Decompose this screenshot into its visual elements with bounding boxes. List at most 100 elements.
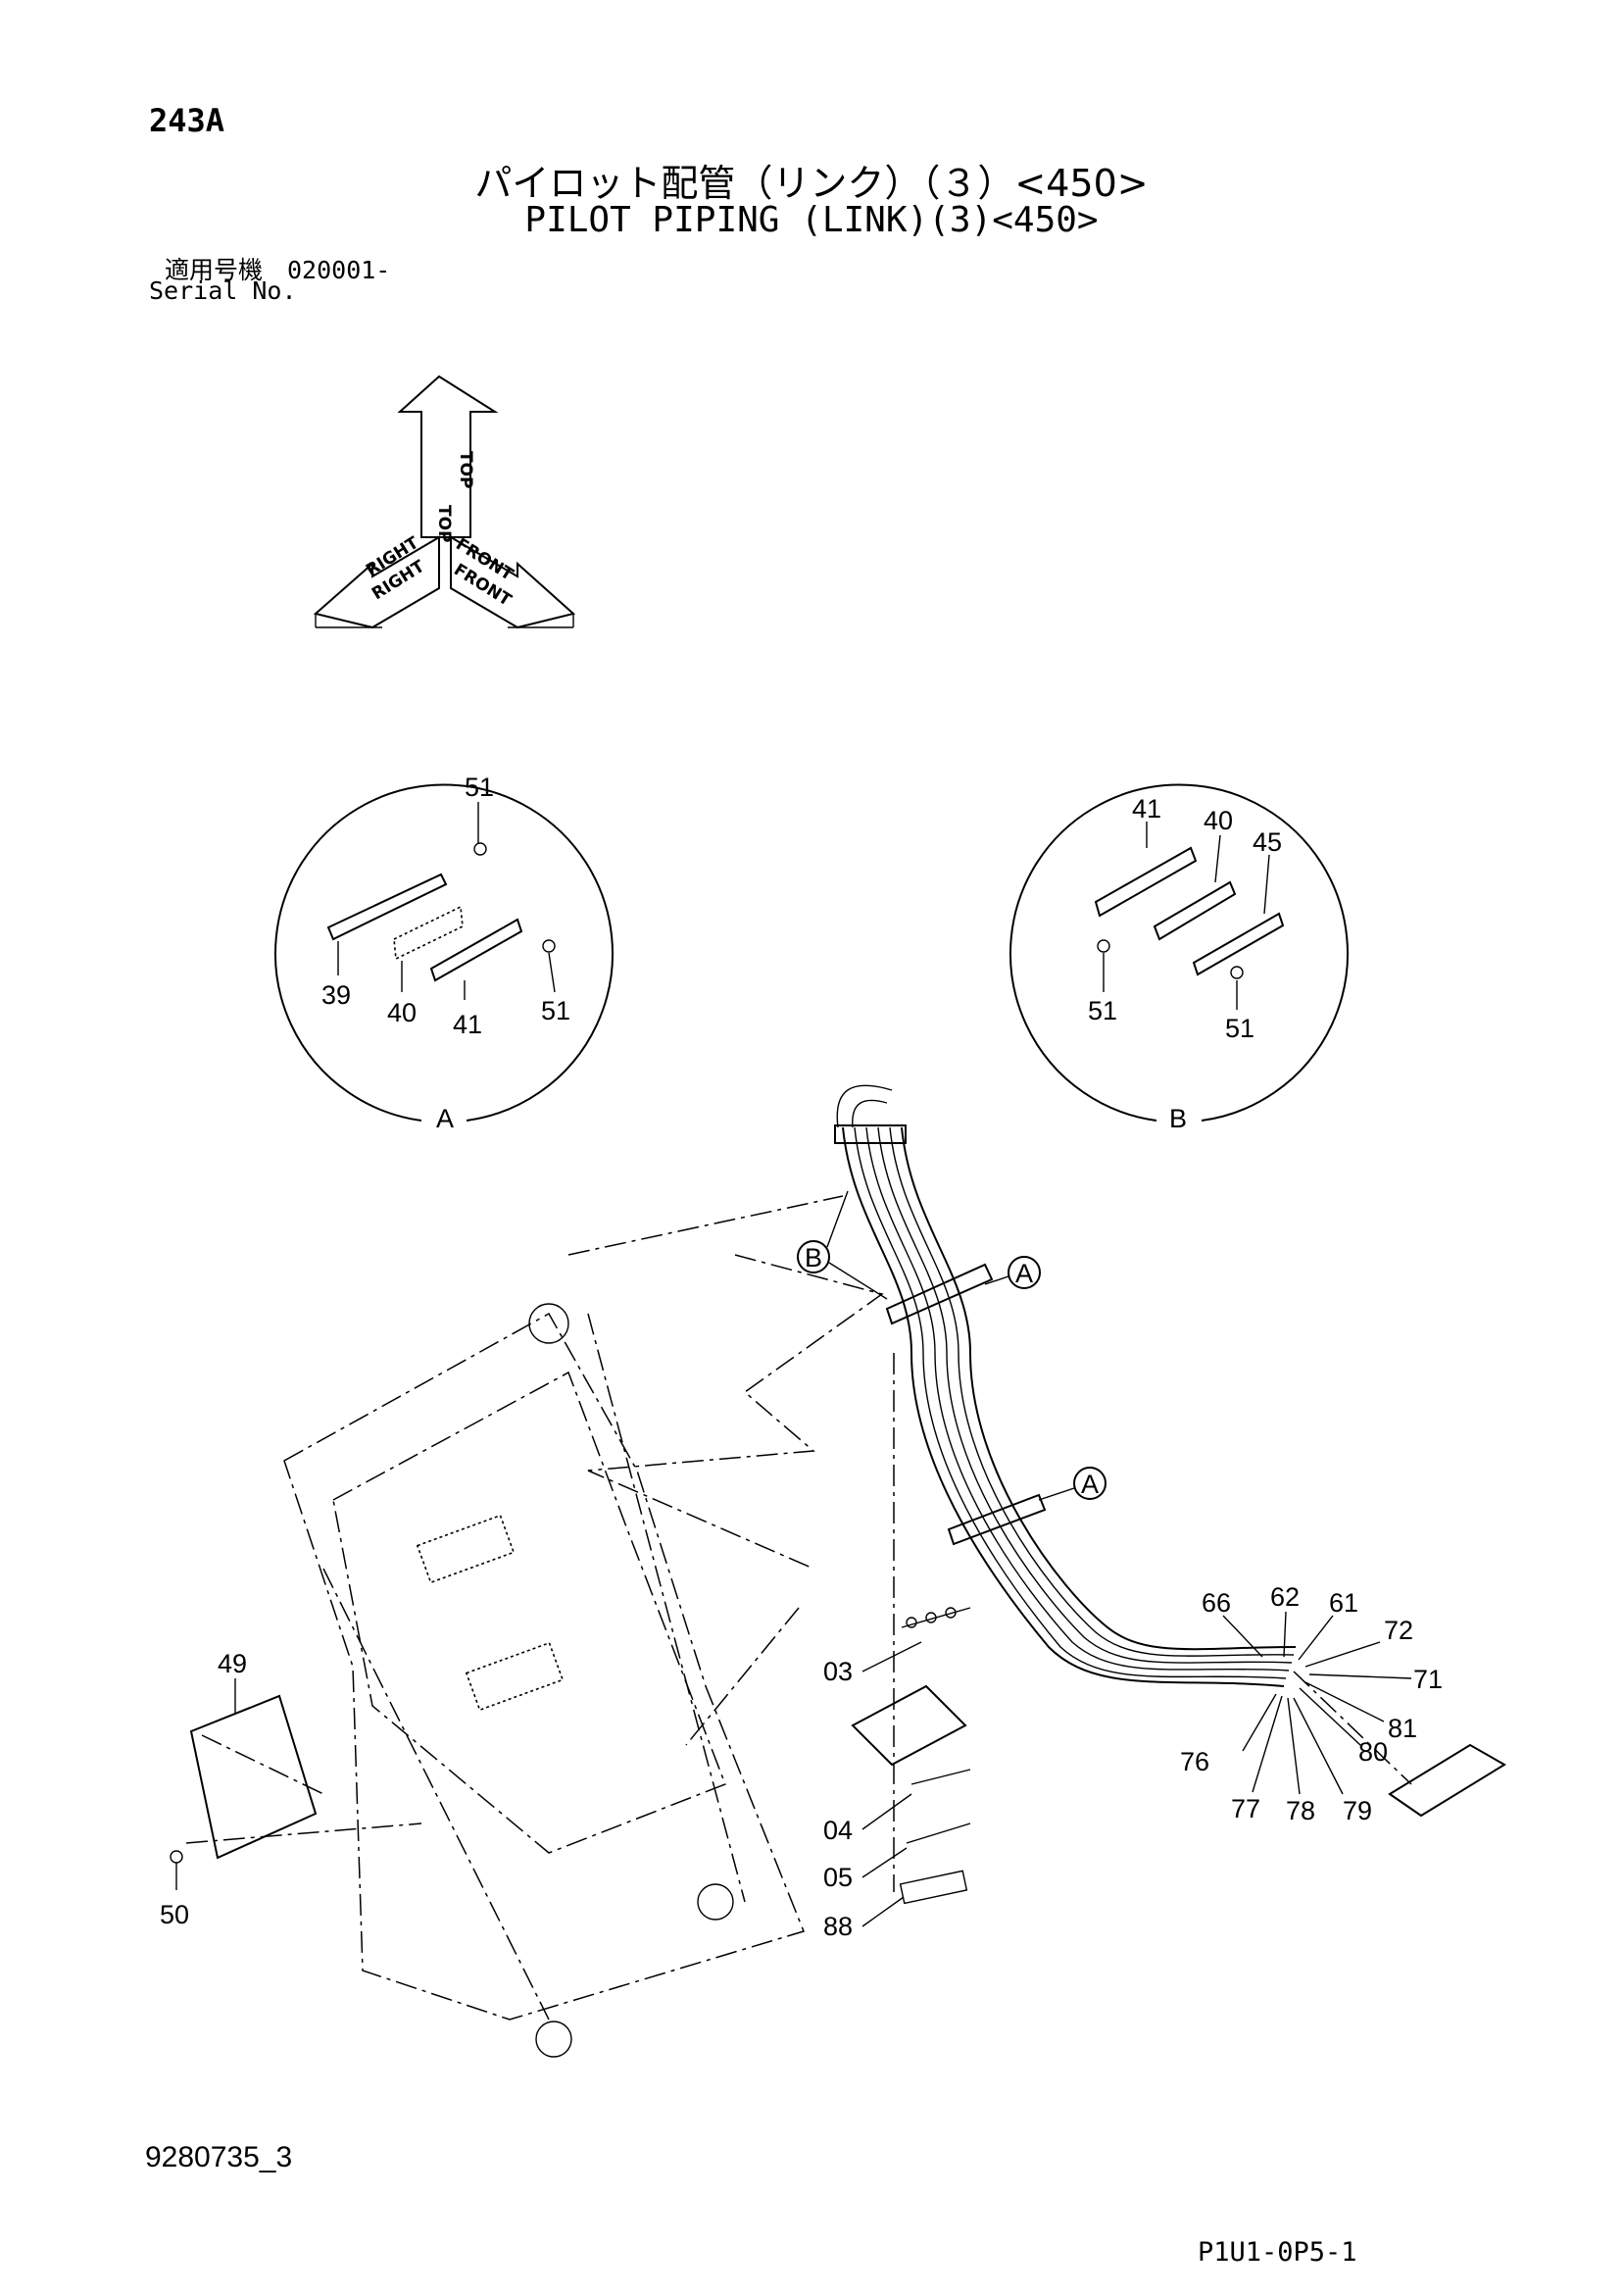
guide-line-zigzag: [587, 1254, 884, 1570]
part-81: 81: [1388, 1714, 1417, 1743]
leader-04: [861, 1793, 912, 1830]
part-b-40: 40: [1204, 806, 1233, 835]
part-72: 72: [1384, 1616, 1413, 1645]
hose-outer-left: [842, 1126, 1285, 1687]
part-a-51-top: 51: [465, 773, 494, 802]
orientation-symbol: TOP TOP RIGHT RIGHT FRONT FRONT: [313, 374, 576, 629]
pin-right: [697, 1883, 734, 1921]
leader-62: [1283, 1611, 1287, 1658]
cover-guide-1: [201, 1734, 324, 1795]
leader-a-51-right: [548, 952, 556, 993]
part-numbers: 49 50 03 04 05 88 66 62 61 72 71 81 80 7…: [160, 1582, 1443, 1941]
part-03-nut-3: [945, 1607, 957, 1619]
valve-body: [1388, 1743, 1506, 1818]
clamp-40-b: [1153, 880, 1237, 941]
marker-b-leader-2: [828, 1262, 888, 1300]
part-61: 61: [1329, 1588, 1358, 1618]
leader-61: [1298, 1615, 1334, 1661]
part-79: 79: [1343, 1796, 1372, 1825]
serial-label-english: Serial No.: [149, 276, 297, 305]
hose-line-2: [854, 1126, 1287, 1679]
part-b-45: 45: [1253, 827, 1282, 857]
marker-a-2-label: A: [1081, 1470, 1099, 1499]
marker-a-1: [1008, 1256, 1041, 1289]
hose-line-4: [877, 1126, 1293, 1664]
sheet-code: P1U1-0P5-1: [1198, 2237, 1357, 2268]
clamp-top: [834, 1124, 907, 1144]
detail-a-circle: [274, 783, 614, 1122]
part-66: 66: [1202, 1588, 1231, 1618]
cover-plate-49: [189, 1694, 318, 1860]
guide-line-valve: [685, 1607, 800, 1746]
part-a-51-right: 51: [541, 996, 570, 1025]
leader-66: [1222, 1615, 1263, 1658]
hose-loop-inner: [852, 1099, 888, 1128]
part-04: 04: [823, 1816, 853, 1845]
plate-41-b: [1094, 846, 1198, 918]
hose-outer-right: [901, 1126, 1297, 1651]
clamp-on-frame-1: [416, 1514, 516, 1584]
guide-line-top: [567, 1195, 844, 1256]
hose-loop-top: [836, 1084, 893, 1128]
leader-03: [861, 1641, 922, 1672]
hose-line-3: [865, 1126, 1290, 1672]
bolt-b-left: [1097, 939, 1110, 953]
cover-plate: [170, 1678, 422, 1890]
clamp-on-frame-2: [465, 1641, 565, 1712]
control-valve: [1222, 1611, 1506, 1818]
detail-a: A 51 39 40 41 51: [274, 773, 614, 1133]
part-80: 80: [1358, 1737, 1388, 1767]
valve-stack: [851, 1353, 971, 1927]
link-frame: [283, 1195, 884, 2058]
plate-41-a: [429, 918, 523, 982]
part-49: 49: [218, 1649, 247, 1678]
marker-b: [797, 1240, 830, 1273]
leader-05: [861, 1847, 908, 1878]
marker-a-1-leader: [984, 1275, 1009, 1285]
bolt-b-right: [1230, 966, 1244, 979]
part-50: 50: [160, 1900, 189, 1929]
leader-81: [1304, 1681, 1385, 1722]
drawing-number: 9280735_3: [145, 2141, 293, 2173]
title-japanese: パイロット配管（リンク）（３）<450>: [474, 162, 1149, 205]
leader-76: [1242, 1693, 1277, 1752]
clamp-lower-a: [947, 1493, 1047, 1546]
marker-a-1-label: A: [1015, 1259, 1033, 1288]
leader-88: [861, 1896, 905, 1927]
marker-a-2: [1073, 1467, 1107, 1500]
leader-77: [1252, 1695, 1283, 1793]
clamp-40-a: [393, 905, 464, 961]
part-78: 78: [1286, 1796, 1315, 1825]
marker-b-label: B: [805, 1243, 822, 1273]
hose-bundle: [834, 1084, 1297, 1687]
pin-top: [528, 1303, 569, 1344]
part-03-nut-1: [906, 1617, 917, 1628]
part-03: 03: [823, 1657, 853, 1686]
part-88-fittings: [899, 1870, 968, 1905]
marker-a-2-leader: [1038, 1487, 1075, 1501]
part-b-41: 41: [1132, 794, 1161, 824]
leader-72: [1304, 1641, 1381, 1668]
valve-guide: [1293, 1671, 1412, 1785]
leader-b-45: [1263, 854, 1270, 915]
frame-inner: [332, 1371, 726, 1854]
part-a-41: 41: [453, 1010, 482, 1039]
leader-b-40: [1214, 834, 1221, 883]
part-04-bar: [910, 1769, 971, 1785]
part-05-bar: [906, 1822, 971, 1844]
part-05: 05: [823, 1863, 853, 1892]
leader-71: [1308, 1673, 1412, 1679]
part-62: 62: [1270, 1582, 1300, 1612]
frame-outline: [283, 1312, 806, 2021]
top-arrow: [397, 374, 499, 538]
serial-label-japanese: 適用号機 020001-: [165, 256, 391, 284]
title-english: PILOT PIPING (LINK)(3)<450>: [524, 200, 1099, 240]
bolt-50: [170, 1850, 183, 1864]
leader-80: [1299, 1687, 1361, 1746]
frame-left-member: [322, 1568, 550, 2021]
detail-b: B 41 40 45 51 51: [1009, 783, 1349, 1133]
detail-b-label: B: [1169, 1104, 1187, 1133]
label-top-2: TOP: [456, 451, 475, 489]
detail-a-label: A: [436, 1104, 454, 1133]
